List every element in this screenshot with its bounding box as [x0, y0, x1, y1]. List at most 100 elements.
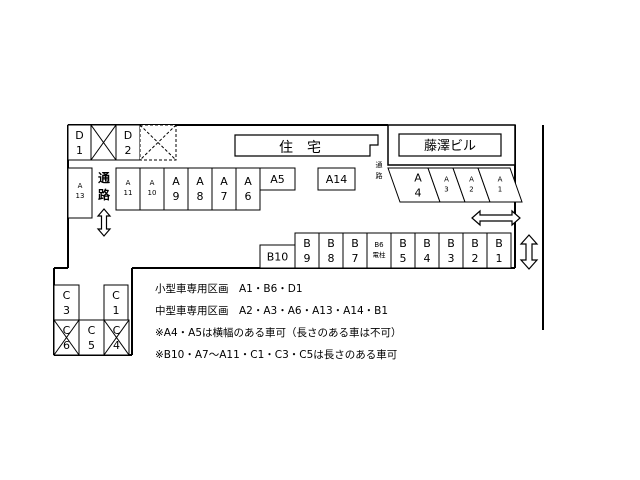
space-d2-label-1: D	[124, 129, 132, 142]
building-fujisawa: 藤澤ビル	[387, 124, 516, 166]
space-b5-label-1: B	[399, 237, 407, 250]
space-b5: B5	[390, 232, 416, 269]
space-b3-label-2: 3	[448, 252, 455, 265]
space-c3-label-1: C	[63, 289, 71, 302]
space-a9: A9	[163, 167, 189, 211]
passage-char-1: 通	[98, 170, 110, 185]
space-c4-label-1: C	[113, 324, 121, 337]
passage-vertical-label: 通 路	[98, 170, 111, 202]
space-b7-label-2: 7	[352, 252, 359, 265]
space-c4-label-2: 4	[113, 339, 120, 352]
space-b9-label-1: B	[303, 237, 311, 250]
space-c5-label-2: 5	[88, 339, 95, 352]
space-a14: A14	[317, 167, 356, 191]
space-a8-label-1: A	[196, 175, 204, 188]
space-c5-label-1: C	[88, 324, 96, 337]
space-a7: A7	[211, 167, 237, 211]
cross-mark	[90, 124, 117, 161]
space-b7-label-1: B	[351, 237, 359, 250]
space-d2: D2	[115, 124, 141, 161]
note-long-cars: ※B10・A7〜A11・C1・C3・C5は長さのある車可	[155, 349, 398, 361]
space-a5-label: A5	[270, 173, 285, 186]
space-b9-label-2: 9	[304, 252, 311, 265]
space-c5: C5	[78, 319, 105, 356]
space-b1-label-1: B	[495, 237, 503, 250]
space-b6-label-2: 電柱	[373, 250, 387, 259]
space-b4-label-2: 4	[424, 252, 431, 265]
building-residential: 住 宅	[234, 134, 379, 157]
space-b10-label: B10	[267, 251, 289, 264]
space-a1-label-1: A	[498, 176, 503, 184]
note-small-cars: 小型車専用区画 A1・B6・D1	[155, 283, 303, 295]
road-double-arrow-icon	[519, 234, 539, 270]
space-a3-label-2: 3	[444, 186, 448, 194]
space-a1: A1	[477, 167, 523, 203]
passage-small-char-1: 通	[376, 160, 383, 169]
space-a6-label-1: A	[244, 175, 252, 188]
space-a10-label-1: A	[150, 179, 155, 187]
space-b8-label-1: B	[327, 237, 335, 250]
space-a4-label-2: 4	[415, 187, 422, 200]
space-a14-label: A14	[326, 173, 348, 186]
space-b9: B9	[294, 232, 320, 269]
space-d1-label-2: 1	[76, 144, 83, 157]
space-a2-label-1: A	[469, 176, 474, 184]
space-c3: C3	[53, 284, 80, 321]
space-b8: B8	[318, 232, 344, 269]
cross-mark	[139, 124, 177, 161]
space-b1-label-2: 1	[496, 252, 503, 265]
space-b5-label-2: 5	[400, 252, 407, 265]
space-a11: A11	[115, 167, 141, 211]
space-a8-label-2: 8	[197, 190, 204, 203]
space-b1: B1	[486, 232, 512, 269]
space-c3-label-2: 3	[63, 304, 70, 317]
horizontal-double-arrow-icon	[471, 209, 521, 227]
space-d2-label-2: 2	[125, 144, 132, 157]
space-b6-label-1: B6	[374, 241, 384, 249]
space-a10-label-2: 10	[148, 189, 157, 197]
passage-small-label: 通 路	[376, 160, 383, 180]
space-c1-label-1: C	[112, 289, 120, 302]
space-b3: B3	[438, 232, 464, 269]
cross-mark	[103, 319, 130, 356]
space-b10: B10	[259, 244, 296, 269]
space-c1-label-2: 1	[113, 304, 120, 317]
building-fujisawa-label: 藤澤ビル	[424, 139, 476, 154]
space-c1: C1	[103, 284, 129, 321]
space-d1: D1	[67, 124, 92, 161]
space-a10: A 10	[139, 167, 165, 211]
space-b4: B4	[414, 232, 440, 269]
space-c6-label-1: C	[63, 324, 71, 337]
parking-notes: 小型車専用区画 A1・B6・D1 中型車専用区画 A2・A3・A6・A13・A1…	[155, 278, 485, 366]
passage-char-2: 路	[98, 187, 111, 202]
space-a6: A6	[235, 167, 261, 211]
space-b2-label-1: B	[471, 237, 479, 250]
space-a9-label-2: 9	[173, 190, 180, 203]
space-d-x	[90, 124, 117, 161]
space-a11-label-2: 11	[124, 189, 133, 197]
vertical-double-arrow-icon	[96, 208, 112, 237]
passage-small-char-2: 路	[376, 171, 383, 180]
cross-mark	[53, 319, 80, 356]
space-a9-label-1: A	[172, 175, 180, 188]
space-c6-label-2: 6	[63, 339, 70, 352]
space-a4-label-1: A	[414, 172, 422, 185]
space-b2-label-2: 2	[472, 252, 479, 265]
note-medium-cars: 中型車専用区画 A2・A3・A6・A13・A14・B1	[155, 305, 389, 317]
space-a7-label-1: A	[220, 175, 228, 188]
space-b4-label-1: B	[423, 237, 431, 250]
space-a13: A 13	[67, 167, 93, 219]
space-a13-label-1: A	[78, 182, 83, 190]
space-d1-label-1: D	[75, 129, 83, 142]
space-b7: B7	[342, 232, 368, 269]
space-a3-label-1: A	[444, 176, 449, 184]
space-a2-label-2: 2	[469, 186, 473, 194]
building-residential-label: 住 宅	[279, 140, 321, 156]
space-a5: A5	[259, 167, 296, 191]
space-c6: C6	[53, 319, 80, 356]
note-wide-cars: ※A4・A5は横幅のある車可（長さのある車は不可）	[155, 327, 402, 339]
space-d-x2	[139, 124, 177, 161]
space-a13-label-2: 13	[76, 192, 85, 200]
